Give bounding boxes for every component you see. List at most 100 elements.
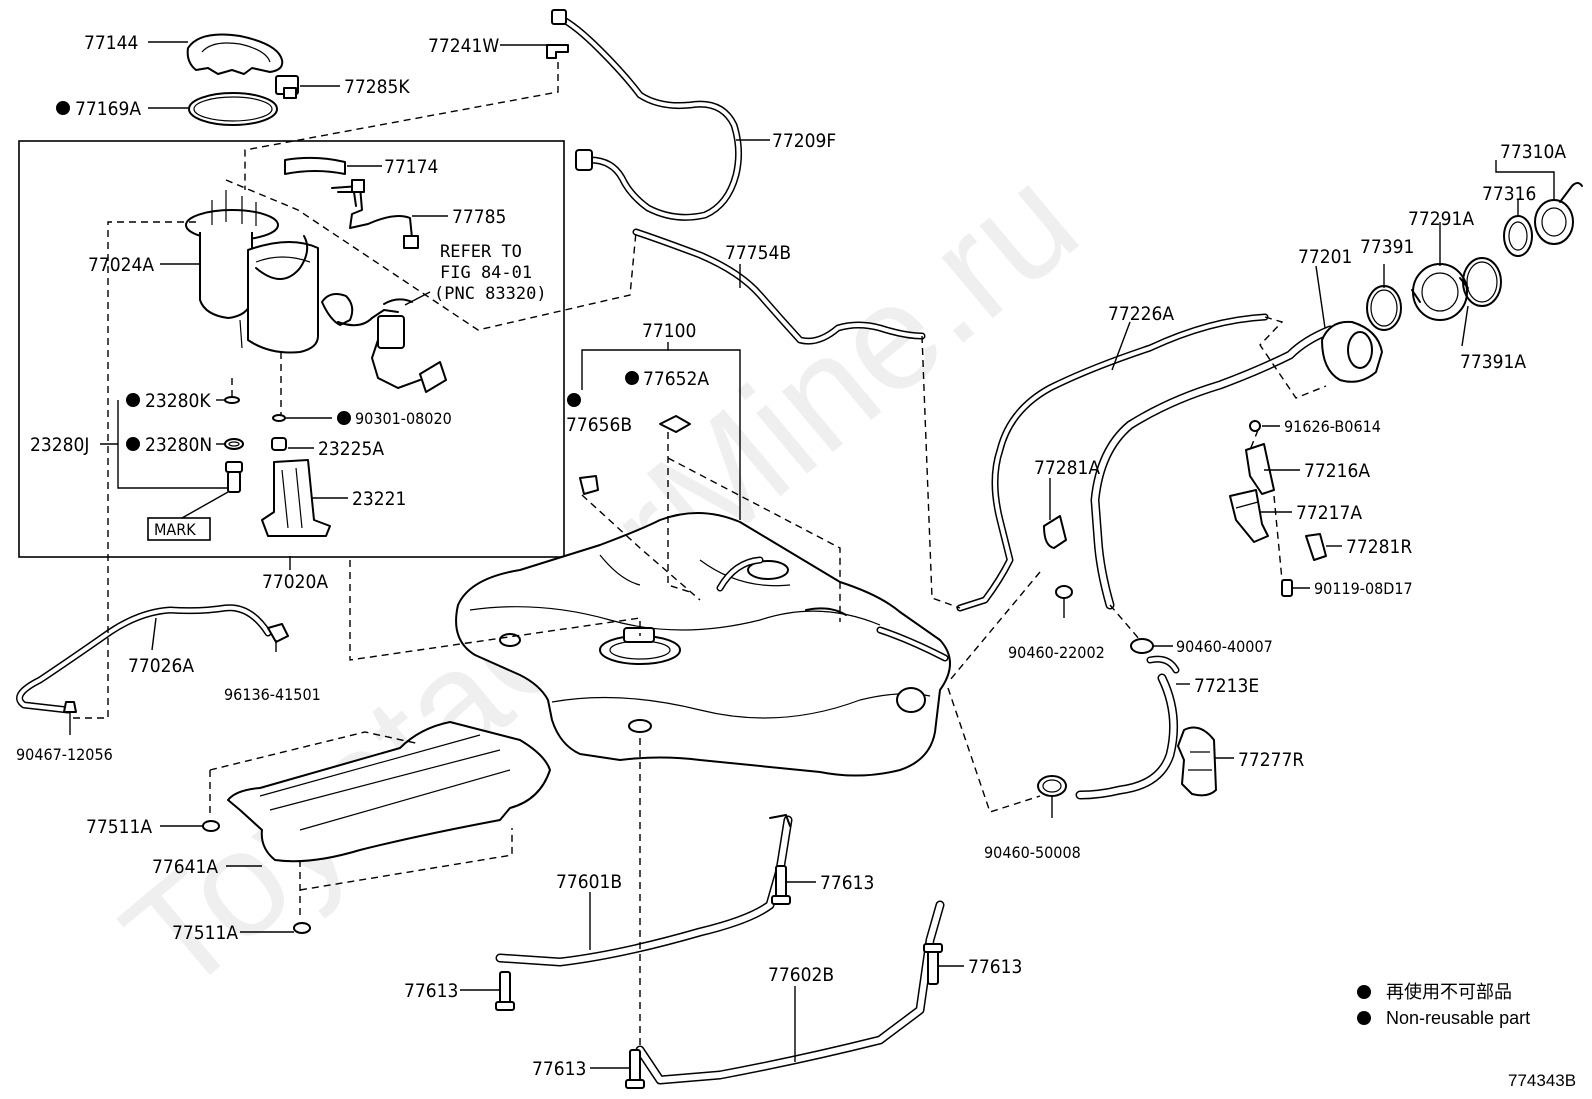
label-77144[interactable]: 77144 <box>84 32 138 54</box>
part-77281r-clamp[interactable] <box>1305 533 1327 561</box>
label-77216a[interactable]: 77216A <box>1304 460 1370 482</box>
part-23280k-gasket[interactable] <box>224 396 240 404</box>
part-77281a-clamp[interactable] <box>1043 515 1067 549</box>
part-77209f-tube[interactable] <box>551 9 743 221</box>
label-77217a[interactable]: 77217A <box>1296 502 1362 524</box>
label-77277r[interactable]: 77277R <box>1238 749 1304 771</box>
part-77656b-plug[interactable] <box>579 475 599 495</box>
part-77511a-clip-lower[interactable] <box>293 922 311 934</box>
part-77316-ring[interactable] <box>1503 215 1533 257</box>
part-77601b-tank-band[interactable] <box>495 814 793 967</box>
label-23280k[interactable]: 23280K <box>145 390 211 412</box>
label-77511a-upper[interactable]: 77511A <box>86 816 152 838</box>
part-77100-fuel-tank[interactable] <box>455 512 951 777</box>
label-91626-b0614[interactable]: 91626-B0614 <box>1284 417 1381 436</box>
part-77213e-hose[interactable] <box>1075 655 1180 800</box>
part-23221-filter[interactable] <box>261 459 331 537</box>
label-90460-22002[interactable]: 90460-22002 <box>1008 643 1105 662</box>
label-77652a[interactable]: 77652A <box>643 368 709 390</box>
part-90460-50008-clamp[interactable] <box>1037 775 1067 797</box>
part-77641a-heat-insulator[interactable] <box>227 721 551 863</box>
part-77201-filler-pipe[interactable] <box>1090 320 1383 610</box>
label-77656b[interactable]: 77656B <box>566 414 632 436</box>
part-77026a-hose[interactable] <box>16 604 272 714</box>
label-90460-50008[interactable]: 90460-50008 <box>984 843 1081 862</box>
label-77391a[interactable]: 77391A <box>1460 351 1526 373</box>
part-77652a-pad[interactable] <box>659 415 691 433</box>
part-77613-bolt-2[interactable] <box>495 971 515 1011</box>
label-77613-1[interactable]: 77613 <box>820 872 874 894</box>
label-77174[interactable]: 77174 <box>384 156 438 178</box>
label-77511a-lower[interactable]: 77511A <box>172 922 238 944</box>
part-77024a-fuel-pump-module[interactable] <box>185 190 399 354</box>
label-77613-3[interactable]: 77613 <box>968 956 1022 978</box>
part-77613-bolt-4[interactable] <box>625 1049 645 1089</box>
label-77213e[interactable]: 77213E <box>1194 675 1259 697</box>
label-77281a[interactable]: 77281A <box>1034 457 1100 479</box>
label-77241w[interactable]: 77241W <box>428 35 499 57</box>
label-77641a[interactable]: 77641A <box>152 856 218 878</box>
label-77226a[interactable]: 77226A <box>1108 303 1174 325</box>
label-77601b[interactable]: 77601B <box>556 871 622 893</box>
label-90301-08020[interactable]: 90301-08020 <box>355 409 452 428</box>
label-23280n[interactable]: 23280N <box>145 434 212 456</box>
label-77316[interactable]: 77316 <box>1482 183 1536 205</box>
part-77310a-fuel-cap[interactable] <box>1534 182 1583 245</box>
label-23280j[interactable]: 23280J <box>30 434 89 456</box>
part-77174-band[interactable] <box>284 156 346 175</box>
part-77291a-housing[interactable] <box>1411 263 1469 321</box>
part-77241w-clip[interactable] <box>546 44 569 59</box>
part-90301-08020-o-ring[interactable] <box>272 414 286 422</box>
part-77217a-bracket[interactable] <box>1229 489 1269 543</box>
part-90467-12056-clip[interactable] <box>63 701 77 713</box>
label-23225a[interactable]: 23225A <box>318 438 384 460</box>
part-labels: 77144 77285K 77169A 77241W 77209F 77174 … <box>16 32 1566 1080</box>
label-77020a[interactable]: 77020A <box>262 571 328 593</box>
part-77216a-bracket[interactable] <box>1245 443 1275 495</box>
part-91626-b0614-clip[interactable] <box>1249 420 1261 432</box>
part-fuel-sender-gauge[interactable] <box>371 298 447 393</box>
label-90467-12056[interactable]: 90467-12056 <box>16 745 113 764</box>
part-77511a-clip-upper[interactable] <box>202 820 220 832</box>
part-23225a-spacer[interactable] <box>271 437 287 451</box>
label-90460-40007[interactable]: 90460-40007 <box>1176 637 1273 656</box>
part-23280n-o-ring[interactable] <box>224 438 244 450</box>
part-77785-wire-harness[interactable] <box>331 179 419 249</box>
part-77277r-protector[interactable] <box>1177 726 1217 797</box>
part-90460-40007-clamp[interactable] <box>1130 638 1154 654</box>
part-90460-22002-clamp[interactable] <box>1055 585 1073 599</box>
label-77281r[interactable]: 77281R <box>1346 536 1412 558</box>
part-77613-bolt-3[interactable] <box>923 943 943 985</box>
label-77201[interactable]: 77201 <box>1298 246 1352 268</box>
label-77026a[interactable]: 77026A <box>128 655 194 677</box>
part-23280j-pressure-regulator[interactable] <box>225 461 243 493</box>
label-96136-41501[interactable]: 96136-41501 <box>224 685 321 704</box>
label-90119-08d17[interactable]: 90119-08D17 <box>1314 579 1413 598</box>
label-23221[interactable]: 23221 <box>352 488 406 510</box>
label-77024a[interactable]: 77024A <box>88 254 154 276</box>
label-77613-4[interactable]: 77613 <box>532 1058 586 1080</box>
label-77285k[interactable]: 77285K <box>344 76 410 98</box>
label-77602b[interactable]: 77602B <box>768 964 834 986</box>
label-77209f[interactable]: 77209F <box>772 130 836 152</box>
legend-item-en: Non-reusable part <box>1386 1008 1530 1028</box>
part-77285k-connector[interactable] <box>275 75 299 99</box>
label-77100[interactable]: 77100 <box>642 320 696 342</box>
part-77391a-gasket[interactable] <box>1462 257 1502 307</box>
part-77754b-tube[interactable] <box>632 228 926 345</box>
part-77144-retainer-ring[interactable] <box>186 33 284 75</box>
label-77785[interactable]: 77785 <box>452 206 506 228</box>
part-96136-41501-clip[interactable] <box>267 623 289 643</box>
label-77754b[interactable]: 77754B <box>725 242 791 264</box>
label-77291a[interactable]: 77291A <box>1408 208 1474 230</box>
label-77169a[interactable]: 77169A <box>75 98 141 120</box>
label-77613-2[interactable]: 77613 <box>404 980 458 1002</box>
part-77391-gasket[interactable] <box>1366 285 1402 331</box>
label-77391[interactable]: 77391 <box>1360 236 1414 258</box>
part-77613-bolt-1[interactable] <box>771 865 791 905</box>
part-77602b-tank-band[interactable] <box>635 900 945 1085</box>
part-77169a-gasket[interactable] <box>188 92 278 126</box>
part-90119-08d17-bolt[interactable] <box>1281 579 1293 597</box>
part-77226a-tube[interactable] <box>956 313 1269 612</box>
label-77310a[interactable]: 77310A <box>1500 141 1566 163</box>
